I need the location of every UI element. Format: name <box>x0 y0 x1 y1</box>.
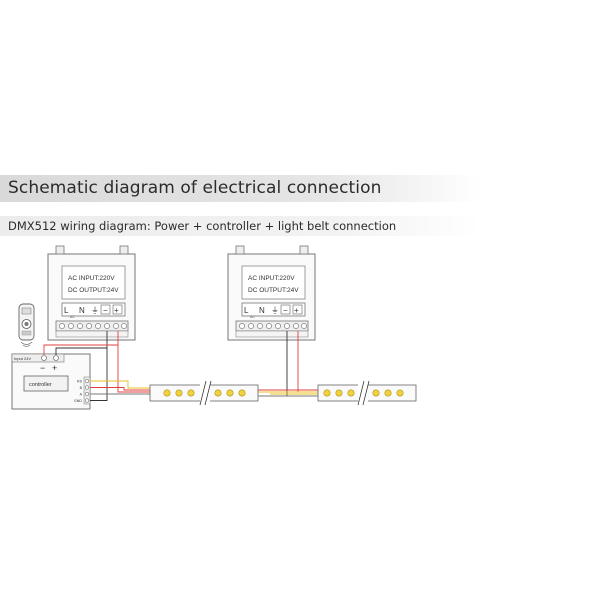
ps2-terminal-ground-icon: ⏚ <box>271 306 279 315</box>
ps1-input-label: AC INPUT:220V <box>68 275 115 282</box>
controller-plus-label: + <box>52 363 57 373</box>
ps2-terminal-n: N <box>259 306 265 315</box>
dmx-controller: Input 24V − + controller RS B A GND <box>11 353 91 410</box>
ps1-terminal-n: N <box>79 306 85 315</box>
controller-output-wires <box>90 380 150 401</box>
subtitle-band <box>0 216 600 236</box>
ps2-output-label: DC OUTPUT:24V <box>248 287 299 294</box>
controller-pin-a: A <box>80 393 83 397</box>
ps1-terminal-plus: + <box>114 306 119 315</box>
ps1-terminal-l: L <box>64 306 69 315</box>
ps2-ac-sublabel: AC <box>250 315 255 319</box>
power-supply-1: AC INPUT:220V DC OUTPUT:24V L N ⏚ − + AC <box>47 245 136 341</box>
wireless-signal-icon <box>20 341 33 347</box>
controller-pin-b: B <box>80 386 83 390</box>
controller-pin-rs: RS <box>77 380 83 384</box>
controller-minus-label: − <box>40 363 45 373</box>
controller-name: controller <box>29 382 52 388</box>
ps2-terminal-l: L <box>244 306 249 315</box>
led-strip-1 <box>149 380 259 406</box>
ps1-ac-sublabel: AC <box>70 315 75 319</box>
power-wires-2 <box>270 331 318 397</box>
diagram-subtitle: DMX512 wiring diagram: Power + controlle… <box>8 219 397 233</box>
led-strip-2 <box>317 380 417 406</box>
power-wires-1 <box>43 331 150 398</box>
controller-input-label: Input 24V <box>14 356 31 361</box>
ps2-terminal-plus: + <box>294 306 299 315</box>
ps1-output-label: DC OUTPUT:24V <box>68 287 119 294</box>
title-band <box>0 175 600 202</box>
strip-link-wires <box>258 389 318 397</box>
power-supply-2: AC INPUT:220V DC OUTPUT:24V L N ⏚ − + AC <box>227 245 316 341</box>
ps1-terminal-minus: − <box>103 306 108 315</box>
ps2-input-label: AC INPUT:220V <box>248 275 295 282</box>
page-title: Schematic diagram of electrical connecti… <box>8 178 382 198</box>
remote-control-icon <box>18 303 35 341</box>
ps2-terminal-minus: − <box>283 306 288 315</box>
controller-pin-gnd: GND <box>74 399 82 403</box>
ps1-terminal-ground-icon: ⏚ <box>91 306 99 315</box>
